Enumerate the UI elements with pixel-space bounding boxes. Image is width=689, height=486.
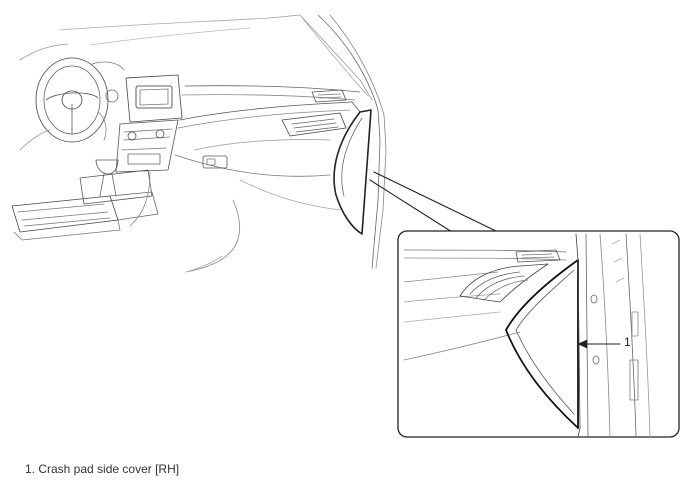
zoom-guide-line-upper bbox=[373, 171, 499, 233]
detail-inset bbox=[397, 230, 680, 438]
callout-label-1: 1 bbox=[624, 335, 631, 349]
main-dashboard-view bbox=[11, 14, 387, 273]
callout-arrowhead bbox=[577, 339, 588, 349]
legend-caption: 1. Crash pad side cover [RH] bbox=[25, 462, 180, 476]
zoom-guide-line-lower bbox=[369, 179, 453, 233]
